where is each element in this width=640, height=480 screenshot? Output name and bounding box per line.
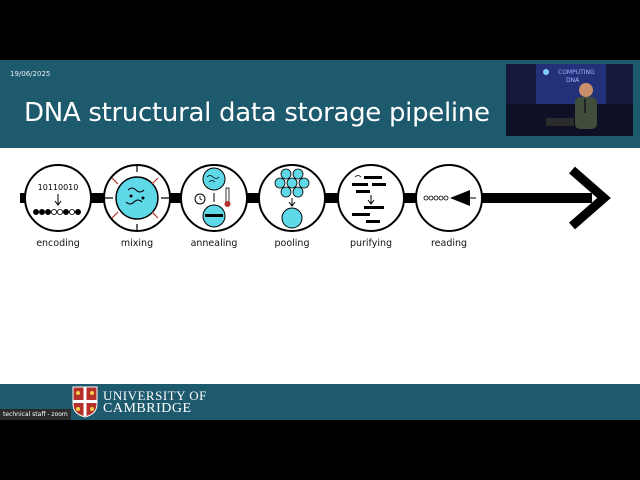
pipeline-arrow-head bbox=[569, 166, 611, 230]
svg-text:COMPUTING: COMPUTING bbox=[558, 69, 595, 76]
slide-title: DNA structural data storage pipeline bbox=[24, 98, 490, 128]
encoding-bits: 10110010 bbox=[38, 183, 79, 192]
slide-date: 19/06/2025 bbox=[10, 70, 51, 78]
slide: 19/06/2025 DNA structural data storage p… bbox=[0, 60, 640, 420]
stage-label-mixing: mixing bbox=[120, 238, 154, 249]
slide-header: 19/06/2025 DNA structural data storage p… bbox=[0, 60, 640, 148]
university-logo-text: UNIVERSITY OF CAMBRIDGE bbox=[103, 388, 207, 416]
stage-label-encoding: encoding bbox=[36, 238, 80, 249]
participant-name-label: technical staff - zoom bbox=[0, 409, 71, 420]
logo-line-2: CAMBRIDGE bbox=[103, 401, 192, 416]
stage-label-pooling: pooling bbox=[274, 238, 310, 249]
speaker-video-image: COMPUTING DNA bbox=[506, 64, 633, 136]
cambridge-crest-icon bbox=[72, 386, 98, 418]
pipeline-diagram: 10110010 bbox=[0, 148, 640, 268]
svg-text:DNA: DNA bbox=[566, 77, 580, 84]
logo-line-1: UNIVERSITY OF bbox=[103, 388, 207, 403]
stage-encoding-circle: 10110010 bbox=[24, 164, 92, 232]
stage-label-purifying: purifying bbox=[349, 238, 393, 249]
stage-pooling-circle bbox=[258, 164, 326, 232]
stage-label-annealing: annealing bbox=[190, 238, 238, 249]
speaker-video-thumbnail[interactable]: COMPUTING DNA bbox=[506, 64, 633, 136]
stage-annealing-circle bbox=[180, 164, 248, 232]
pipeline-graphic: 10110010 bbox=[20, 164, 611, 232]
stage-label-reading: reading bbox=[430, 238, 468, 249]
stage-reading-circle bbox=[415, 164, 483, 232]
stage-mixing-circle bbox=[103, 164, 171, 232]
stage-purifying-circle bbox=[337, 164, 405, 232]
slide-footer: UNIVERSITY OF CAMBRIDGE bbox=[0, 384, 640, 420]
